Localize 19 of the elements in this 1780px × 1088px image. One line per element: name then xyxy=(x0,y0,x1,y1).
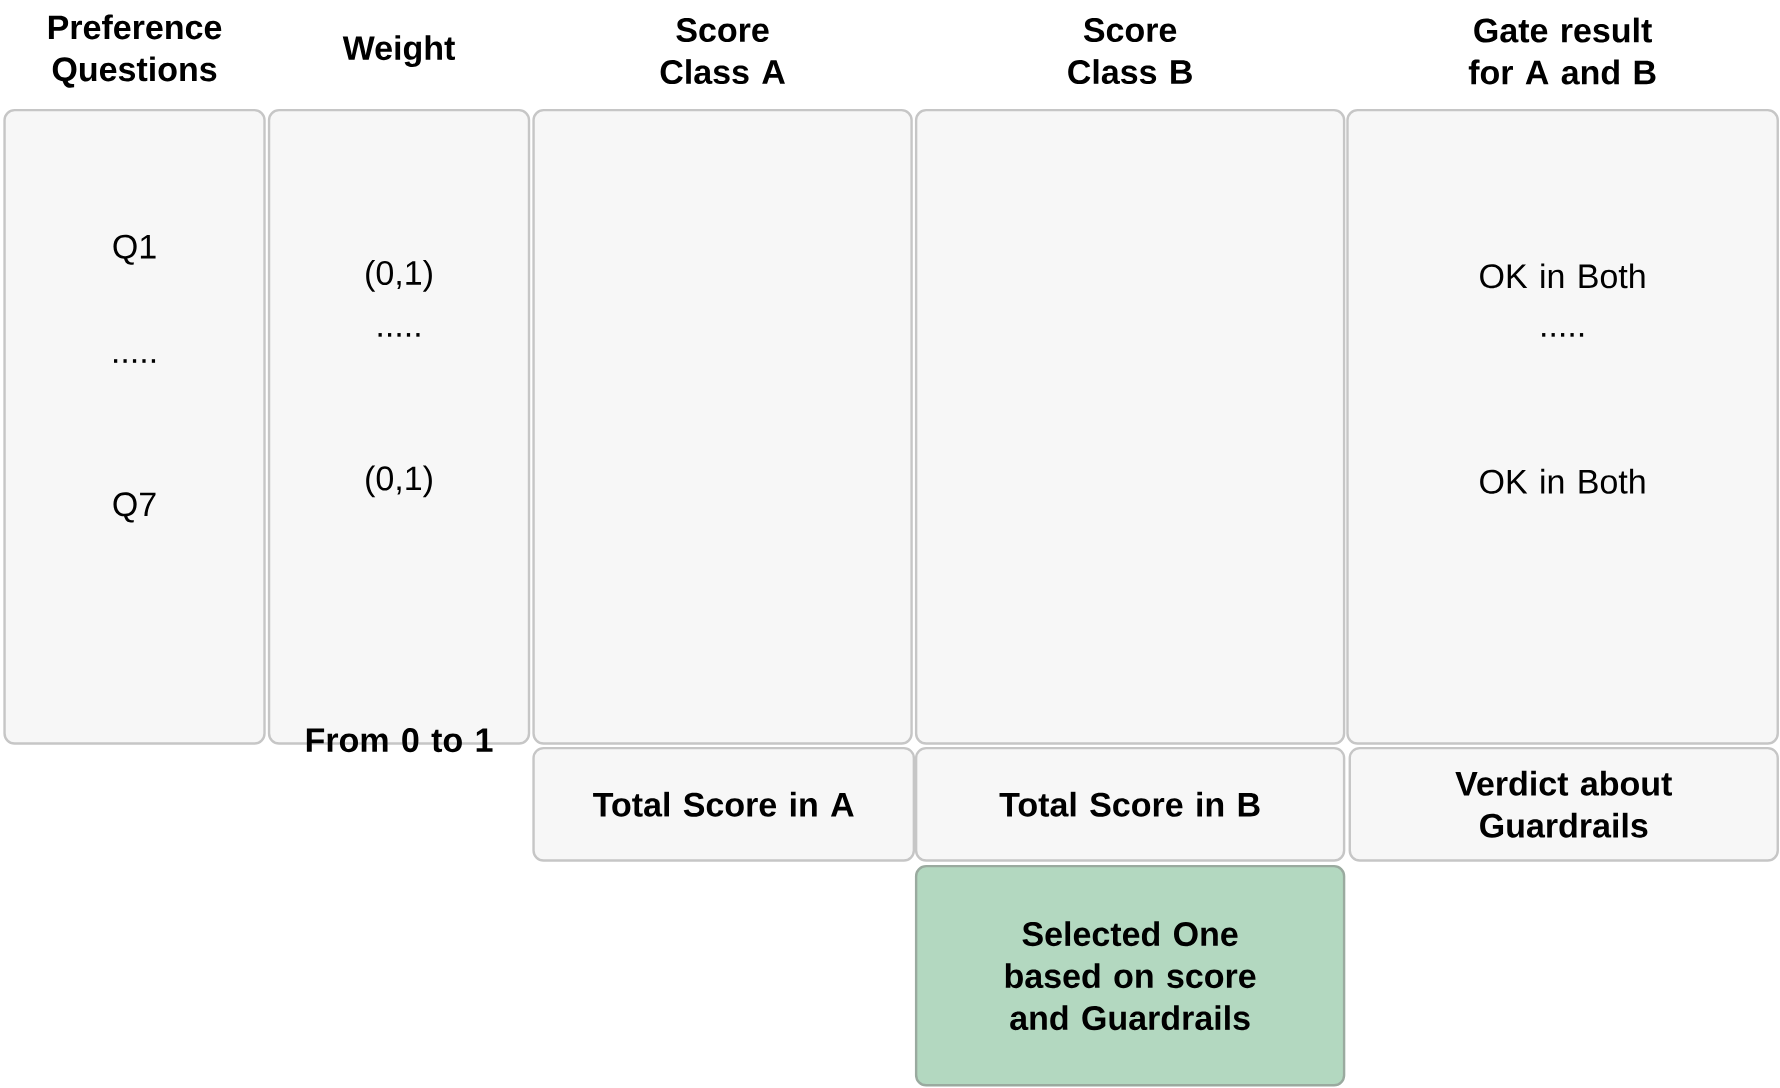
cell-text: OK in Both xyxy=(1480,469,1645,495)
total-box: Total Score in A xyxy=(532,747,916,862)
cell-text: Q1 xyxy=(113,234,156,266)
cell-text: ..... xyxy=(1542,333,1584,337)
cell-text: (0,1) xyxy=(366,260,432,292)
result-box: Selected One based on score and Guardrails xyxy=(914,865,1346,1087)
cell-text: ..... xyxy=(114,359,156,364)
column-heading: Weight xyxy=(342,35,455,68)
column-heading: Score Class B xyxy=(1068,18,1192,85)
total-box: Verdict about Guardrails xyxy=(1348,747,1779,862)
column-heading: Score Class A xyxy=(660,18,785,85)
range-label: From 0 to 1 xyxy=(306,728,493,753)
cell-text: ..... xyxy=(378,333,420,337)
cell-text: OK in Both xyxy=(1480,263,1645,289)
cell-text: (0,1) xyxy=(366,465,432,498)
total-box: Total Score in B xyxy=(914,747,1346,862)
cell-text: Q7 xyxy=(113,492,156,523)
column-heading: Gate result for A and B xyxy=(1468,17,1656,85)
column-heading: Preference Questions xyxy=(48,14,222,88)
